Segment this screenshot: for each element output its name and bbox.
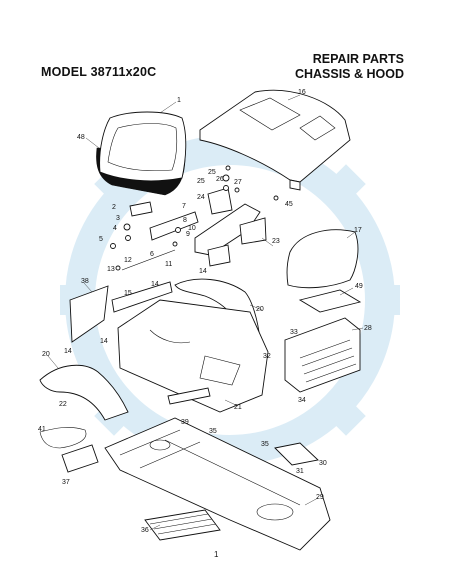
callout-49: 49 bbox=[355, 283, 363, 290]
seat-bracket-hardware bbox=[110, 201, 199, 271]
callout-35a: 35 bbox=[209, 428, 217, 435]
frame bbox=[104, 417, 331, 551]
callout-22: 22 bbox=[59, 401, 67, 408]
callout-24: 24 bbox=[197, 194, 205, 201]
callout-30: 30 bbox=[319, 460, 327, 467]
rear-panel bbox=[117, 299, 269, 413]
callout-5: 5 bbox=[99, 236, 103, 243]
callout-10: 10 bbox=[188, 225, 196, 232]
callout-45: 45 bbox=[285, 201, 293, 208]
callout-14d: 14 bbox=[64, 348, 72, 355]
title-repair-parts: REPAIR PARTS bbox=[312, 52, 404, 66]
callout-26: 26 bbox=[216, 176, 224, 183]
callout-33: 33 bbox=[290, 329, 298, 336]
side-bracket bbox=[69, 281, 173, 343]
callout-14b: 14 bbox=[151, 281, 159, 288]
callout-4: 4 bbox=[113, 225, 117, 232]
callout-14a: 14 bbox=[199, 268, 207, 275]
callout-28: 28 bbox=[364, 325, 372, 332]
seat bbox=[96, 111, 187, 196]
mats-and-bracket bbox=[39, 387, 319, 541]
callout-27: 27 bbox=[234, 179, 242, 186]
model-number: MODEL 38711x20C bbox=[41, 65, 157, 79]
callout-29: 29 bbox=[316, 494, 324, 501]
callout-25a: 25 bbox=[208, 169, 216, 176]
callout-6: 6 bbox=[150, 251, 154, 258]
callout-11: 11 bbox=[165, 261, 172, 268]
callout-3: 3 bbox=[116, 215, 120, 222]
callout-13: 13 bbox=[107, 266, 115, 273]
callout-1: 1 bbox=[177, 97, 181, 104]
callout-17: 17 bbox=[354, 227, 362, 234]
battery-box bbox=[284, 317, 361, 393]
hood bbox=[199, 89, 351, 191]
callout-15: 15 bbox=[124, 290, 132, 297]
callout-8: 8 bbox=[183, 217, 187, 224]
callout-37: 37 bbox=[62, 479, 70, 486]
callout-48: 48 bbox=[77, 134, 85, 141]
callout-38: 38 bbox=[81, 278, 89, 285]
callout-41: 41 bbox=[38, 426, 46, 433]
callout-12: 12 bbox=[124, 257, 132, 264]
callout-9: 9 bbox=[186, 231, 190, 238]
callout-labels: 1 48 16 25 26 27 25 24 2 3 4 5 7 8 9 10 … bbox=[38, 89, 372, 534]
callout-34: 34 bbox=[298, 397, 306, 404]
callout-39: 39 bbox=[181, 419, 189, 426]
leader-lines bbox=[47, 94, 364, 531]
callout-21: 21 bbox=[234, 404, 242, 411]
callout-32: 32 bbox=[263, 353, 271, 360]
callout-25b: 25 bbox=[197, 178, 205, 185]
hinge-bracket bbox=[194, 165, 279, 267]
page-number: 1 bbox=[214, 550, 219, 559]
callout-36: 36 bbox=[141, 527, 149, 534]
title-chassis-hood: CHASSIS & HOOD bbox=[294, 67, 404, 81]
callout-20a: 20 bbox=[256, 306, 264, 313]
callout-35b: 35 bbox=[261, 441, 269, 448]
callout-23: 23 bbox=[272, 238, 280, 245]
callout-7: 7 bbox=[182, 203, 186, 210]
callout-2: 2 bbox=[112, 204, 116, 211]
callout-16: 16 bbox=[298, 89, 306, 96]
callout-14c: 14 bbox=[100, 338, 108, 345]
callout-20b: 20 bbox=[42, 351, 50, 358]
battery bbox=[286, 229, 362, 313]
callout-31: 31 bbox=[296, 468, 304, 475]
